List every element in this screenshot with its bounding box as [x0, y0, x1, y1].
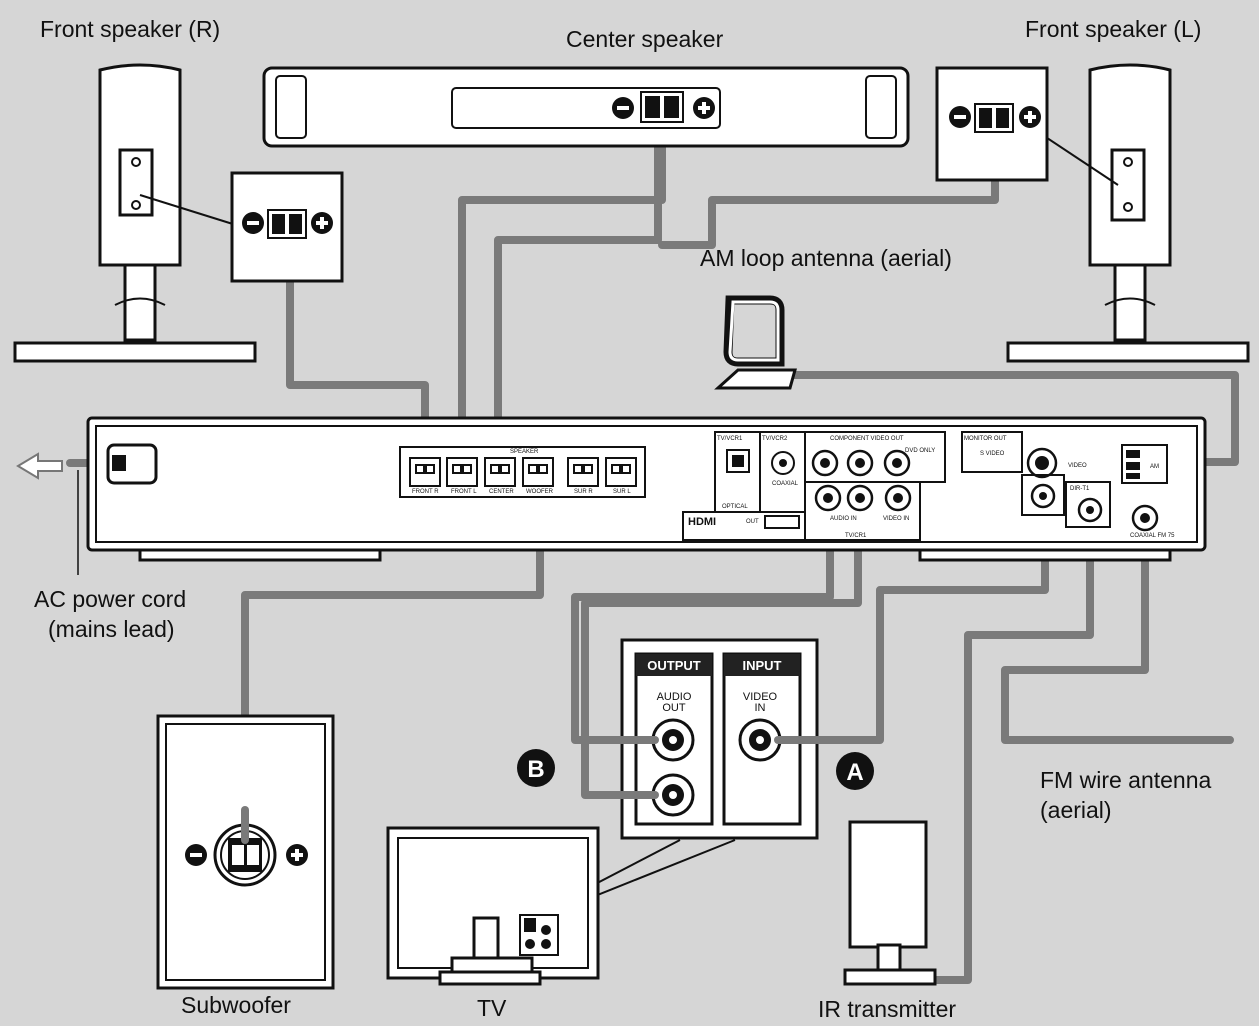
terminal-label-center: CENTER [489, 489, 514, 495]
hdmi-logo: HDMI [688, 516, 716, 528]
terminal-label-woofer: WOOFER [526, 489, 554, 495]
subwoofer [156, 714, 335, 990]
tv-vcr2-label: TV/VCR2 [762, 436, 788, 442]
marker-b: B [517, 749, 555, 787]
label-fm-aerial: (aerial) [1040, 797, 1112, 823]
tv-panel-cables-over [581, 736, 874, 799]
label-center-speaker: Center speaker [566, 26, 724, 52]
dir-t1-label: DIR-T1 [1070, 486, 1090, 492]
terminal-label-sur-l: SUR L [613, 489, 631, 495]
tv-cr1-label: TV/CR1 [845, 533, 867, 539]
front-speaker-l-terminal [935, 66, 1049, 182]
am-label: AM [1150, 464, 1159, 470]
s-video-label: S VIDEO [980, 451, 1005, 457]
label-front-speaker-r: Front speaker (R) [40, 16, 221, 42]
cable-am-antenna [786, 371, 1239, 466]
audio-out-label-2: OUT [662, 702, 686, 714]
video-in-label-1: VIDEO [743, 691, 778, 703]
terminal-label-sur-r: SUR R [574, 489, 593, 495]
audio-out-label-1: AUDIO [657, 691, 692, 703]
am-loop-antenna [714, 295, 797, 390]
cable-center-a [494, 116, 662, 469]
marker-a-letter: A [846, 759, 863, 786]
video-in-label-2: IN [755, 702, 766, 714]
tv [386, 826, 600, 986]
input-header: INPUT [743, 658, 782, 673]
label-mains-lead: (mains lead) [48, 616, 175, 642]
optical-label: OPTICAL [722, 504, 748, 510]
speaker-terminals [409, 457, 637, 487]
dvd-only-label: DVD ONLY [905, 448, 935, 454]
label-ac-power-cord: AC power cord [34, 586, 187, 612]
component-video-out-label: COMPONENT VIDEO OUT [830, 436, 904, 442]
front-speaker-l [1006, 63, 1250, 363]
label-front-speaker-l: Front speaker (L) [1025, 16, 1202, 42]
ir-transmitter [843, 820, 937, 986]
ac-cord-arrow [16, 452, 79, 575]
video-label: VIDEO [1068, 463, 1087, 469]
cable-fm [1001, 516, 1234, 744]
coaxial-label: COAXIAL [772, 481, 799, 487]
marker-b-letter: B [527, 756, 544, 783]
label-subwoofer: Subwoofer [181, 992, 291, 1018]
cable-ir [926, 506, 1094, 984]
monitor-out-label: MONITOR OUT [964, 436, 1007, 442]
hdmi-out-label: OUT [746, 519, 759, 525]
terminal-label-front-l: FRONT L [451, 489, 477, 495]
video-in-label: VIDEO IN [883, 516, 909, 522]
marker-a: A [836, 752, 874, 790]
center-speaker [262, 66, 910, 148]
front-speaker-r [13, 63, 257, 363]
speaker-block-label: SPEAKER [510, 449, 539, 455]
label-tv: TV [477, 995, 507, 1021]
front-speaker-r-terminal [230, 171, 344, 283]
tv-vcr1-label: TV/VCR1 [717, 436, 743, 442]
terminal-label-front-r: FRONT R [412, 489, 439, 495]
label-am-loop-antenna: AM loop antenna (aerial) [700, 245, 952, 271]
coaxial-fm-label: COAXIAL FM 75 [1130, 533, 1175, 539]
main-unit: SPEAKER FRONT R FRONT L CENTER WOOFER SU… [86, 416, 1207, 562]
audio-in-label: AUDIO IN [830, 516, 857, 522]
label-ir-transmitter: IR transmitter [818, 996, 957, 1022]
cable-center-b [458, 116, 666, 469]
label-fm-wire-antenna: FM wire antenna [1040, 767, 1212, 793]
output-header: OUTPUT [647, 658, 701, 673]
